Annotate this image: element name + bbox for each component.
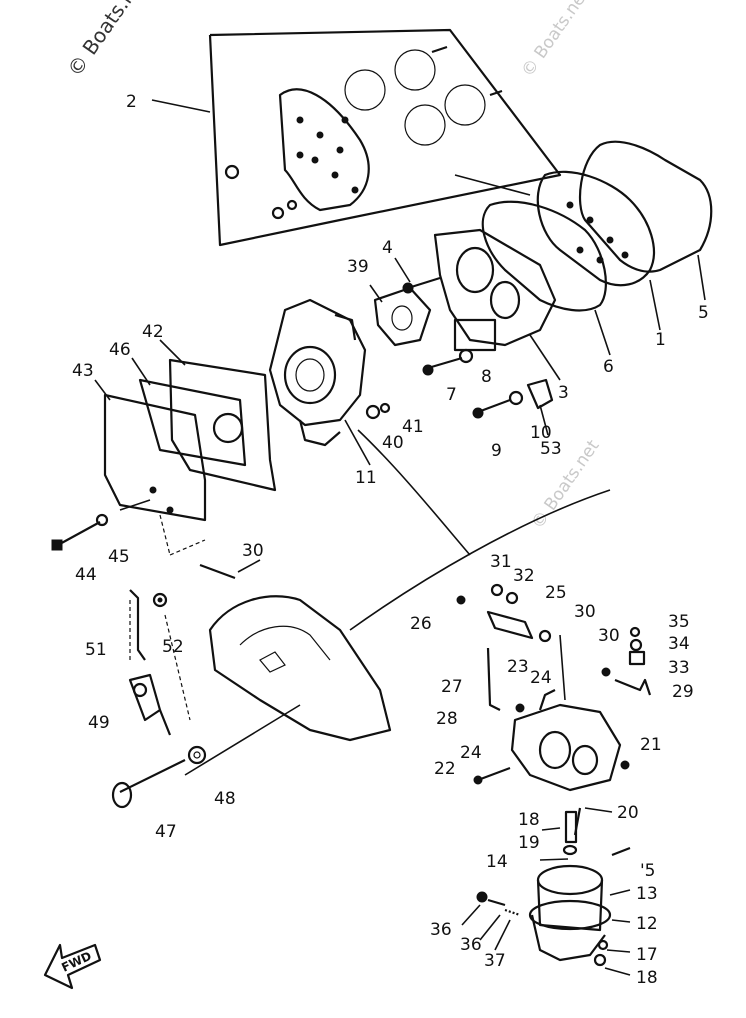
callout-12: 12 — [636, 914, 658, 934]
watermark-text: © Boats.net — [518, 0, 594, 81]
callout-51: 51 — [85, 640, 107, 660]
callout-53: 53 — [540, 439, 562, 459]
callout-36: 36 — [460, 935, 482, 955]
callout-7: 7 — [446, 385, 457, 405]
callout-35: 35 — [668, 612, 690, 632]
callout-24: 24 — [460, 743, 482, 763]
callout-13: 13 — [636, 884, 658, 904]
silencer-assembly — [103, 358, 277, 522]
callout-39: 39 — [347, 257, 369, 277]
callout-44: 44 — [75, 565, 97, 585]
callout-20: 20 — [617, 803, 639, 823]
callout-17: 17 — [636, 945, 658, 965]
carburetor-body — [473, 689, 631, 967]
callout-34: 34 — [668, 634, 690, 654]
callout-42: 42 — [142, 322, 164, 342]
callout-labels: 2 4 39 1 5 6 42 46 43 8 7 3 41 40 10 9 5… — [72, 92, 709, 988]
callout-32: 32 — [513, 566, 535, 586]
callout-27: 27 — [441, 677, 463, 697]
callout-5: 5 — [698, 303, 709, 323]
callout-23: 23 — [507, 657, 529, 677]
callout-11: 11 — [355, 468, 377, 488]
callout-4: 4 — [382, 238, 393, 258]
intake-manifold — [433, 228, 557, 352]
carburetor — [268, 298, 367, 447]
callout-30: 30 — [598, 626, 620, 646]
callout-40: 40 — [382, 433, 404, 453]
callout-30: 30 — [242, 541, 264, 561]
carburetor-gasket — [373, 286, 432, 347]
watermark-text: © Boats.net — [62, 0, 152, 81]
callout-14: 14 — [486, 852, 508, 872]
callout-52: 52 — [162, 637, 184, 657]
reed-plate-assembly — [481, 140, 713, 312]
callout-22: 22 — [434, 759, 456, 779]
callout-47: 47 — [155, 822, 177, 842]
fwd-arrow: FWD — [43, 943, 102, 990]
callout-49: 49 — [88, 713, 110, 733]
washer — [365, 404, 381, 420]
callout-18: 18 — [636, 968, 658, 988]
callout-2: 2 — [126, 92, 137, 112]
callout-3: 3 — [558, 383, 569, 403]
callout-25: 25 — [545, 583, 567, 603]
callout-36: 36 — [430, 920, 452, 940]
callout-6: 6 — [603, 357, 614, 377]
callout-28: 28 — [436, 709, 458, 729]
callout-48: 48 — [214, 789, 236, 809]
callout-8: 8 — [481, 367, 492, 387]
callout-33: 33 — [668, 658, 690, 678]
throttle-linkage — [111, 589, 207, 809]
callout-21: 21 — [640, 735, 662, 755]
callout-1: 1 — [655, 330, 666, 350]
inset-reed-valve-kit — [208, 28, 562, 247]
callout-37: 37 — [484, 951, 506, 971]
choke-linkage — [456, 583, 652, 711]
callout-46: 46 — [109, 340, 131, 360]
callout-19: 19 — [518, 833, 540, 853]
callout-41: 41 — [402, 417, 424, 437]
callout-18: 18 — [518, 810, 540, 830]
callout-31: 31 — [490, 552, 512, 572]
callout-43: 43 — [72, 361, 94, 381]
callout-30: 30 — [574, 602, 596, 622]
callout-10: 10 — [530, 423, 552, 443]
callout-9: 9 — [491, 441, 502, 461]
hull-outline — [208, 595, 392, 742]
callout-15: '5 — [640, 861, 656, 881]
callout-24: 24 — [530, 668, 552, 688]
callout-45: 45 — [108, 547, 130, 567]
callout-29: 29 — [672, 682, 694, 702]
callout-26: 26 — [410, 614, 432, 634]
